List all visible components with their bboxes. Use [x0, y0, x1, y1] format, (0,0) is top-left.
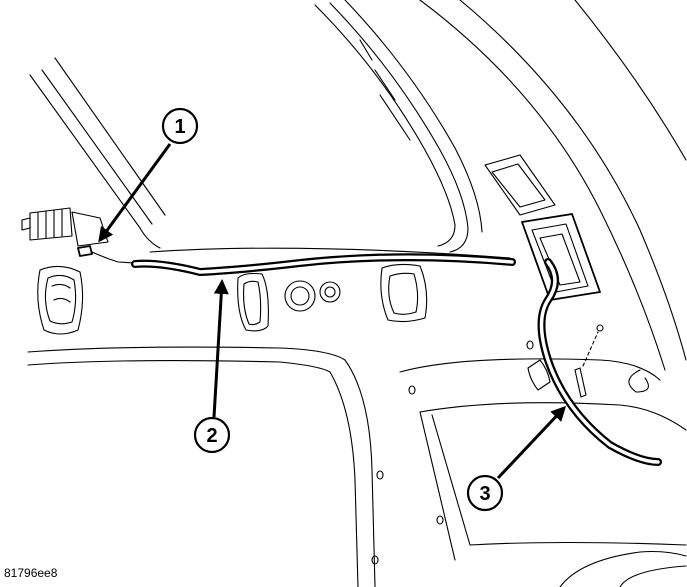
callout-1-label: 1 [174, 116, 185, 138]
callout-3-label: 3 [479, 483, 490, 505]
wire-harness [131, 253, 662, 466]
panel-cavities [37, 213, 601, 335]
callout-2-label: 2 [206, 425, 217, 447]
callout-1: 1 [98, 107, 199, 243]
body-panel-lines [27, 0, 687, 587]
connector-assembly [21, 207, 136, 264]
callout-3: 3 [466, 405, 567, 512]
figure-id: 81796ee8 [4, 566, 58, 580]
callout-2: 2 [193, 279, 231, 454]
